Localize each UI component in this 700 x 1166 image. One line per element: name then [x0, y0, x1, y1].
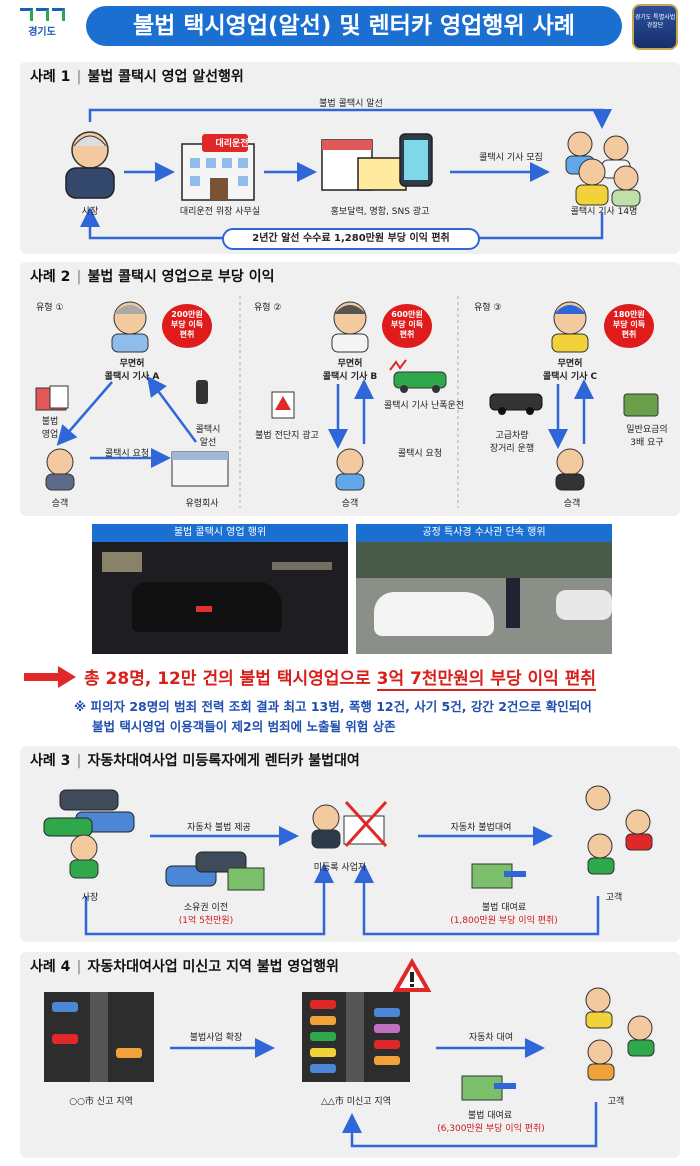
ads-materials	[321, 133, 433, 191]
type2-passenger-label: 승객	[341, 499, 359, 509]
photo-right-caption: 공정 특사경 수사관 단속 행위	[356, 524, 612, 542]
office-label: 대리운전 위장 사무실	[179, 207, 261, 217]
police-emblem: 경기도 특별사법경찰단	[632, 4, 678, 50]
rent-label: 자동차 불법대여	[450, 823, 512, 833]
photo-left: 불법 콜택시 영업 행위	[92, 524, 348, 654]
summary-arrow-icon	[24, 666, 76, 688]
case4-fee-label: 불법 대여료	[467, 1111, 513, 1121]
type3-driver	[551, 301, 589, 353]
type2-driver-label: 무면허 콜택시 기사 B	[322, 359, 378, 382]
summary-note-2: 불법 택시영업 이용객들이 제2의 범죄에 노출될 위험 상존	[92, 719, 396, 734]
unregistered-parking-lot	[302, 992, 410, 1082]
type1-ghost-company	[171, 451, 229, 487]
office-building	[181, 134, 255, 201]
case4-customers	[585, 987, 655, 1081]
case3-title: 사례 3|자동차대여사업 미등록자에게 렌터카 불법대여	[30, 753, 360, 769]
type1-driver-label: 무면허 콜택시 기사 A	[104, 359, 160, 382]
case3-fee-label: 불법 대여료	[481, 903, 527, 913]
type3-money	[623, 393, 659, 417]
case4-title: 사례 4|자동차대여사업 미신고 지역 불법 영업행위	[30, 959, 339, 975]
case4-customer-label: 고객	[607, 1097, 625, 1107]
case2-title: 사례 2|불법 콜택시 영업으로 부당 이익	[30, 269, 275, 285]
fee-money	[471, 863, 526, 889]
case4-rent-label: 자동차 대여	[468, 1033, 514, 1043]
photo-left-caption: 불법 콜택시 영업 행위	[92, 524, 348, 542]
type1-name: 유형 ①	[36, 303, 64, 313]
type3-bubble: 180만원 부당 이득 편취	[604, 304, 654, 348]
case4-fee-amount: (6,300만원 부당 이익 편취)	[437, 1124, 545, 1134]
type1-driver	[111, 301, 149, 353]
provide-label: 자동차 불법 제공	[187, 823, 251, 833]
boss-figure	[65, 131, 115, 199]
case4-fee-money	[461, 1075, 516, 1101]
summary-line: 총 28명, 12만 건의 불법 택시영업으로 3억 7천만원의 부당 이익 편…	[84, 669, 596, 691]
summary-note-1: ※ 피의자 28명의 범죄 전력 조회 결과 최고 13범, 폭행 12건, 사…	[74, 699, 592, 714]
boss-label: 사장	[81, 207, 99, 217]
case2-diagram	[35, 296, 659, 508]
type2-flyer	[271, 391, 295, 419]
gyeonggi-logo: 경기도	[18, 8, 66, 38]
type1-left-label: 불법 영업	[41, 417, 59, 440]
type2-name: 유형 ②	[254, 303, 282, 313]
night-street-photo	[92, 542, 348, 654]
case3-boss-label: 사장	[81, 893, 99, 903]
type1-passenger	[45, 448, 75, 491]
type1-passenger-label: 승객	[51, 499, 69, 509]
type1-computer	[35, 385, 69, 411]
type1-bubble: 200만원 부당 이득 편취	[162, 304, 212, 348]
type3-car	[489, 393, 543, 415]
ownership-cars	[165, 851, 265, 891]
type3-driver-label: 무면허 콜택시 기사 C	[542, 359, 598, 382]
unregistered-person	[311, 800, 388, 849]
crackdown-photo	[356, 542, 612, 654]
type3-passenger-label: 승객	[563, 499, 581, 509]
type2-left-label: 불법 전단지 광고	[255, 431, 319, 441]
drivers-group	[565, 131, 641, 207]
type2-car-crash	[389, 359, 447, 393]
ads-label: 홍보달력, 명함, SNS 광고	[330, 207, 430, 217]
case3-boss	[69, 834, 99, 879]
type2-driver	[331, 301, 369, 353]
page-title: 불법 택시영업(알선) 및 렌터카 영업행위 사례	[86, 6, 622, 46]
ownership-label: 소유권 이전	[183, 903, 229, 913]
type3-passenger	[555, 448, 585, 491]
type3-name: 유형 ③	[474, 303, 502, 313]
type1-right-label: 콜택시 알선	[195, 425, 221, 448]
office-sign: 대리운전	[215, 139, 249, 149]
case1-top-arrow-label: 불법 콜택시 알선	[319, 99, 383, 109]
case3-cars	[43, 789, 135, 837]
case1-diagram	[65, 108, 641, 240]
type3-left-label: 고급차량 장거리 운행	[489, 431, 535, 454]
unregistered-label: 미등록 사업자	[313, 863, 367, 873]
type1-company-label: 유령회사	[185, 499, 219, 509]
case3-customer-label: 고객	[605, 893, 623, 903]
type2-crash-label: 콜택시 기사 난폭운전	[383, 401, 465, 411]
customers	[585, 785, 653, 875]
expand-label: 불법사업 확장	[189, 1033, 243, 1043]
type2-bubble: 600만원 부당 이득 편취	[382, 304, 432, 348]
case1-profit-pill: 2년간 알선 수수료 1,280만원 부당 이익 편취	[222, 228, 480, 250]
unregistered-area-label: △△市 미신고 지역	[321, 1097, 391, 1107]
type2-request-label: 콜택시 요청	[397, 449, 443, 459]
case4-diagram	[44, 957, 655, 1148]
warning-icon	[392, 957, 432, 992]
logo-text: 경기도	[28, 27, 56, 38]
type3-right-label: 일반요금의 3배 요구	[626, 425, 668, 448]
recruit-label: 콜택시 기사 모집	[479, 153, 543, 163]
case3-fee-amount: (1,800만원 부당 이익 편취)	[450, 916, 558, 926]
header: 경기도 불법 택시영업(알선) 및 렌터카 영업행위 사례 경기도 특별사법경찰…	[0, 0, 700, 52]
registered-label: ○○市 신고 지역	[69, 1097, 133, 1107]
type1-mid-label: 콜택시 요청	[104, 449, 150, 459]
drivers-label: 콜택시 기사 14명	[570, 207, 638, 217]
case1-title: 사례 1|불법 콜택시 영업 알선행위	[30, 69, 244, 85]
case3-diagram	[43, 785, 653, 936]
type2-passenger	[335, 448, 365, 491]
type1-walkie	[196, 380, 208, 404]
registered-parking-lot	[44, 992, 154, 1082]
photo-right: 공정 특사경 수사관 단속 행위	[356, 524, 612, 654]
ownership-amount: (1억 5천만원)	[178, 916, 234, 926]
